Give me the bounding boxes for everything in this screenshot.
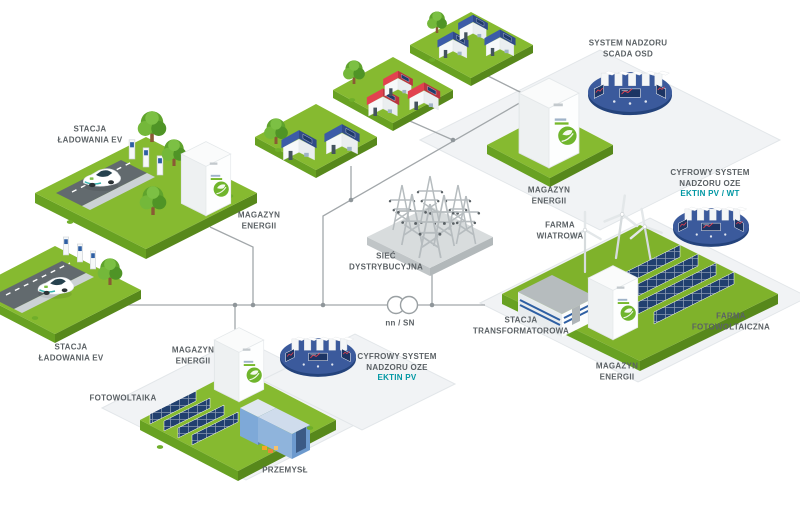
platform-distribution-grid bbox=[367, 175, 493, 276]
platform-center-storage bbox=[487, 77, 613, 187]
storage-building bbox=[213, 326, 265, 403]
tree bbox=[137, 111, 167, 142]
transformer-building bbox=[518, 275, 596, 337]
platform-industry bbox=[140, 326, 336, 481]
oze-pv-server-disc bbox=[280, 337, 356, 377]
ev-charger bbox=[142, 147, 150, 168]
platform-houses-red bbox=[333, 57, 453, 131]
platform-ev-station-1 bbox=[35, 111, 257, 259]
solar-array-industry bbox=[149, 390, 239, 446]
storage-building bbox=[180, 140, 232, 217]
label-industry: PRZEMYSŁ bbox=[262, 465, 308, 475]
label-oze-pv-accent: EKTIN PV bbox=[377, 373, 417, 383]
storage-building bbox=[587, 264, 639, 341]
line-ev1 bbox=[209, 226, 254, 305]
oze-wt-server-disc bbox=[673, 207, 749, 247]
label-voltage: nn / SN bbox=[385, 318, 415, 328]
platform-houses-blue-1 bbox=[255, 104, 377, 178]
label-oze-wt-accent: EKTIN PV / WT bbox=[680, 189, 740, 199]
sidewalk bbox=[82, 173, 155, 210]
platform-renewables bbox=[502, 192, 778, 371]
platform-houses-blue-2 bbox=[410, 11, 533, 86]
transformer-symbol bbox=[386, 295, 419, 315]
platform-ev-station-2 bbox=[0, 236, 141, 343]
ev-charger bbox=[89, 250, 97, 270]
ev-charger bbox=[156, 155, 164, 176]
ev-charger bbox=[128, 139, 136, 160]
line-houses bbox=[322, 96, 531, 305]
ev-charger bbox=[62, 236, 70, 256]
storage-building bbox=[517, 77, 581, 170]
line-red-houses bbox=[402, 117, 454, 141]
factory-building bbox=[240, 399, 310, 459]
ev-charger bbox=[76, 243, 84, 263]
label-pv-industry: FOTOWOLTAIKA bbox=[89, 393, 157, 403]
